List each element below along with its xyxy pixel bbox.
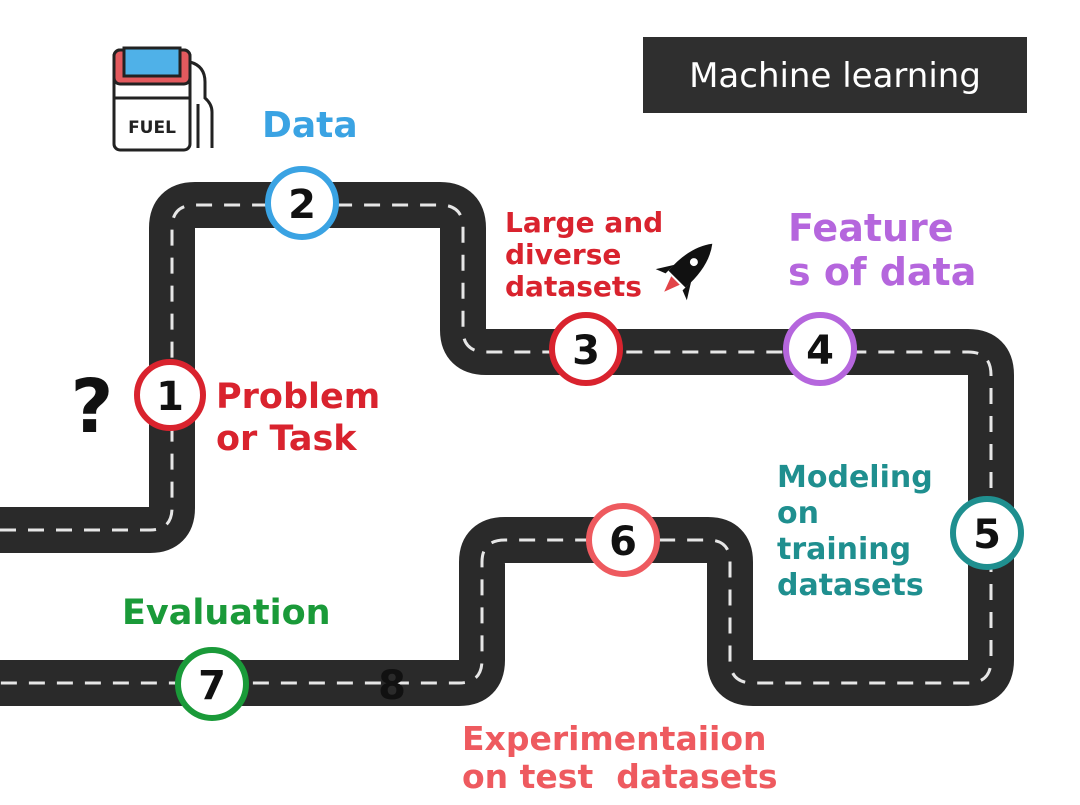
step-8-number: 8 <box>378 663 406 709</box>
step-6-label: Experimentaiion on test datasets <box>462 719 778 796</box>
step-2-marker <box>265 166 339 240</box>
step-5-marker <box>950 496 1024 570</box>
step-3-label: Large and diverse datasets <box>505 206 673 303</box>
fuel-label: FUEL <box>128 118 176 138</box>
step-4-number: 4 <box>806 328 834 374</box>
step-5-label-line-1: Modeling <box>777 460 933 495</box>
step-5-label-line-3: training <box>777 532 911 567</box>
step-7-number: 7 <box>198 663 226 709</box>
step-7: Evaluation 7 <box>122 593 331 721</box>
step-4-label-line-2: s of data <box>788 250 976 294</box>
title-banner: Machine learning <box>643 37 1027 113</box>
rocket-icon <box>655 243 713 301</box>
step-3-label-line-2: diverse <box>505 238 621 271</box>
step-1-number: 1 <box>156 374 184 420</box>
step-3-number: 3 <box>572 328 600 374</box>
step-1-label-line-2: or Task <box>216 419 357 459</box>
step-5-label: Modeling on training datasets <box>777 460 943 603</box>
step-7-marker <box>175 647 249 721</box>
step-3-marker <box>549 312 623 386</box>
step-2-number: 2 <box>288 182 316 228</box>
step-5-label-line-2: on <box>777 496 819 531</box>
step-3-label-line-1: Large and <box>505 206 663 239</box>
step-7-label: Evaluation <box>122 593 331 633</box>
step-6: 6 Experimentaiion on test datasets <box>462 503 778 796</box>
road-center-dashes <box>0 203 993 685</box>
step-5-number: 5 <box>973 512 1001 558</box>
step-1-label-line-1: Problem <box>216 377 380 417</box>
step-5: Modeling on training datasets 5 <box>777 460 1024 603</box>
step-6-number: 6 <box>609 519 637 565</box>
question-mark-icon: ? <box>71 364 114 450</box>
step-1-label: Problem or Task <box>216 377 392 459</box>
fuel-pump-icon: FUEL <box>112 46 214 152</box>
step-2-label: Data <box>262 105 358 146</box>
title-box <box>643 37 1027 113</box>
step-4-label-line-1: Feature <box>788 206 954 250</box>
step-2: Data 2 <box>262 105 358 240</box>
step-5-label-line-4: datasets <box>777 568 924 603</box>
diagram-title: Machine learning <box>689 56 981 96</box>
step-3-label-line-3: datasets <box>505 270 642 303</box>
step-8: 8 <box>378 663 406 709</box>
step-6-label-line-2: on test datasets <box>462 757 778 796</box>
step-4-label: Feature s of data <box>788 206 976 294</box>
step-6-marker <box>586 503 660 577</box>
step-3: Large and diverse datasets 3 <box>505 206 673 386</box>
step-4: Feature s of data 4 <box>783 206 976 386</box>
step-4-marker <box>783 312 857 386</box>
step-6-label-line-1: Experimentaiion <box>462 719 767 758</box>
step-1-marker <box>134 359 206 431</box>
step-1: 1 Problem or Task <box>134 359 392 459</box>
